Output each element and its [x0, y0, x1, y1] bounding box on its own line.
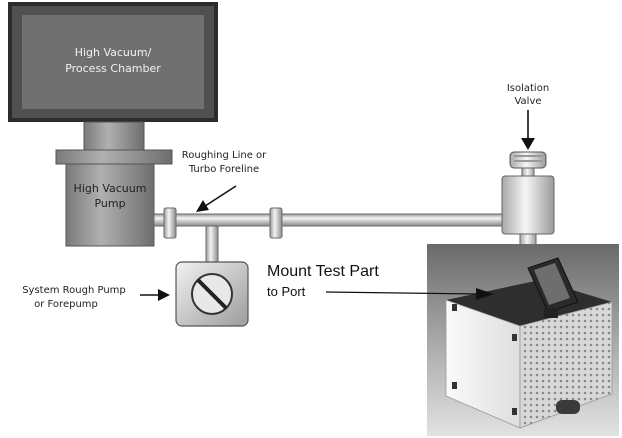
arrows — [140, 110, 535, 301]
mount-test-part-label-line2: to Port — [267, 284, 306, 299]
mount-test-part-label-line1: Mount Test Part — [267, 263, 379, 280]
pump-label-line1: High Vacuum — [74, 182, 147, 195]
roughing-line-pipe — [153, 207, 503, 263]
roughing-line-label-line2: Turbo Foreline — [188, 164, 259, 175]
process-chamber: High Vacuum/ Process Chamber — [8, 2, 218, 122]
leak-detector-photo — [427, 244, 619, 436]
rough-pump-label-line2: or Forepump — [34, 299, 98, 310]
rough-pump-label-line1: System Rough Pump — [22, 285, 126, 296]
isolation-valve-label-line1: Isolation — [507, 83, 549, 94]
rough-pump — [175, 261, 249, 327]
high-vacuum-pump: High Vacuum Pump — [55, 121, 173, 247]
chamber-label-line2: Process Chamber — [65, 62, 161, 75]
isolation-valve — [501, 151, 555, 249]
pump-label-line2: Pump — [94, 197, 125, 210]
roughing-line-label-line1: Roughing Line or — [182, 150, 267, 161]
chamber-label-line1: High Vacuum/ — [75, 46, 152, 59]
isolation-valve-label-line2: Valve — [514, 96, 541, 107]
